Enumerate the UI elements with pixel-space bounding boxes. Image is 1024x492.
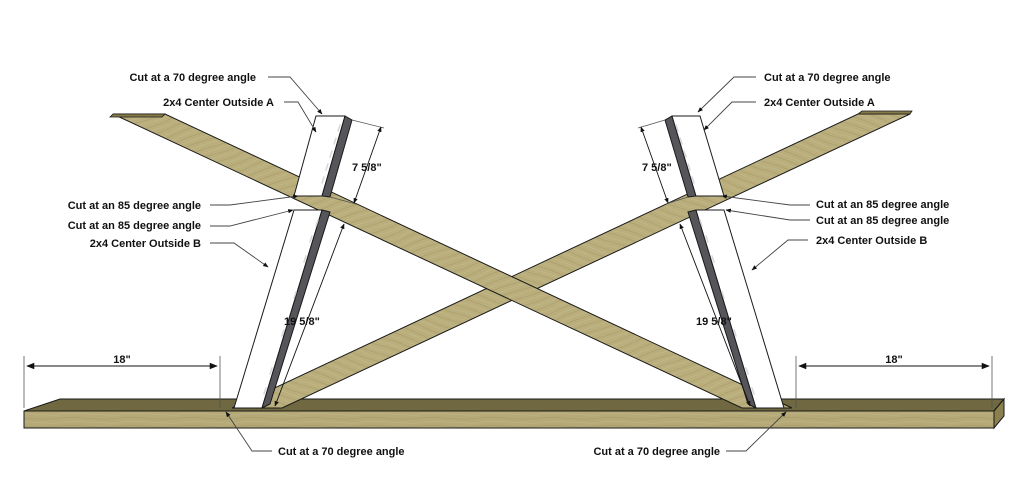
right-offset-dimension-text: 18": [885, 354, 902, 366]
right-long-dimension: [679, 223, 751, 407]
bottom-board: [23, 397, 1006, 430]
left-top-angle-label: Cut at a 70 degree angle: [129, 72, 256, 84]
left-long-dimension-text: 19 5/8": [284, 316, 320, 328]
right-center-a-label: 2x4 Center Outside A: [764, 97, 875, 109]
left-offset-dimension-text: 18": [113, 354, 130, 366]
right-short-dimension-text: 7 5/8": [642, 162, 672, 174]
right-bottom-angle-label: Cut at a 70 degree angle: [593, 446, 720, 458]
right-center-b-label: 2x4 Center Outside B: [816, 235, 927, 247]
right-long-dimension-text: 19 5/8": [696, 316, 732, 328]
left-85-upper-label: Cut at an 85 degree angle: [68, 200, 201, 212]
left-leaders: [210, 76, 323, 452]
right-85-upper-label: Cut at an 85 degree angle: [816, 199, 949, 211]
left-short-dimension: [329, 119, 385, 205]
left-short-dimension-text: 7 5/8": [352, 162, 382, 174]
left-center-b-label: 2x4 Center Outside B: [90, 238, 201, 250]
left-bottom-angle-label: Cut at a 70 degree angle: [278, 446, 405, 458]
right-offset-dimension: [795, 356, 993, 408]
diagonal-board-rising: [231, 110, 913, 409]
left-center-a-label: 2x4 Center Outside A: [163, 97, 274, 109]
right-85-lower-label: Cut at an 85 degree angle: [816, 215, 949, 227]
left-long-dimension: [274, 223, 345, 407]
left-offset-dimension: [23, 356, 221, 408]
left-85-lower-label: Cut at an 85 degree angle: [68, 220, 201, 232]
right-short-dimension: [637, 119, 689, 205]
right-leaders: [697, 76, 810, 452]
diagonal-board-falling: [109, 113, 793, 409]
right-top-angle-label: Cut at a 70 degree angle: [764, 72, 891, 84]
